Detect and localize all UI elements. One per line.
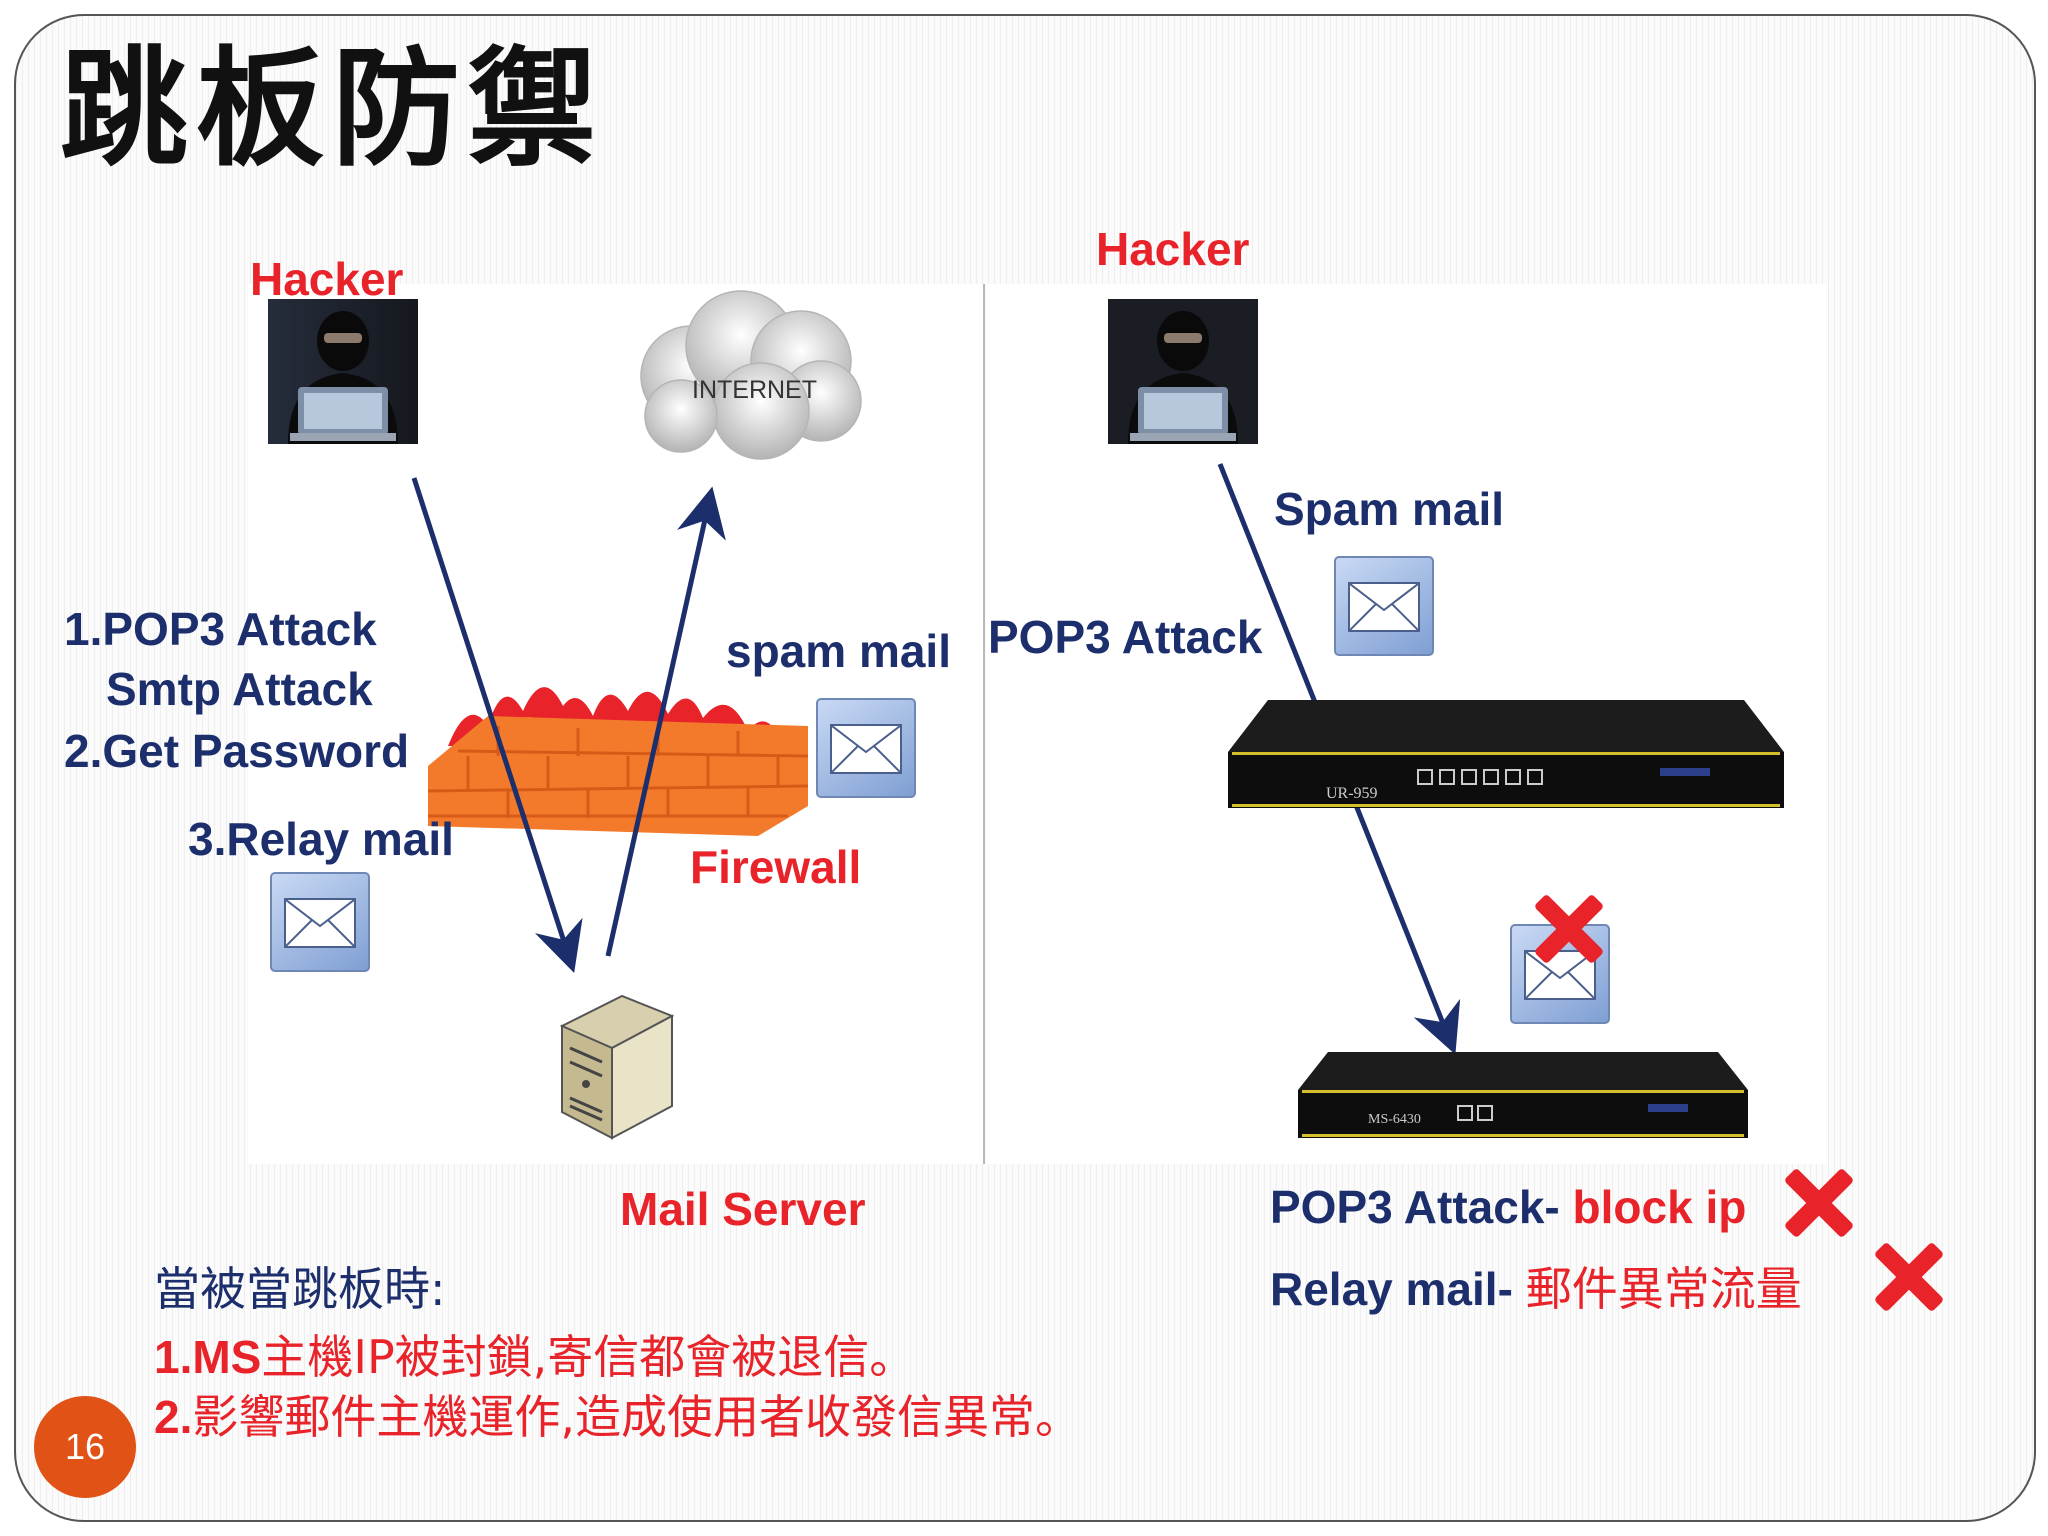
device-bottom-model: MS-6430 <box>1368 1112 1421 1127</box>
result-pop3-prefix: POP3 Attack- <box>1270 1181 1573 1233</box>
note-line-2: 2.影響郵件主機運作,造成使用者收發信異常。 <box>154 1390 1081 1444</box>
relay-mail-label: 3.Relay mail <box>188 813 454 865</box>
result-pop3-action: block ip <box>1572 1181 1747 1233</box>
left-hacker-image <box>268 299 418 444</box>
note-line-1-text: 主機IP被封鎖,寄信都會被退信。 <box>261 1330 916 1384</box>
envelope-icon <box>816 698 916 798</box>
red-x-icon <box>1532 892 1606 966</box>
panel-divider <box>983 284 985 1164</box>
note-heading: 當被當跳板時: <box>154 1262 446 1316</box>
network-appliance-top <box>1228 692 1784 816</box>
pop3-attack-label-right: POP3 Attack <box>988 611 1263 663</box>
right-hacker-label: Hacker <box>1096 223 1250 275</box>
result-pop3: POP3 Attack- block ip <box>1270 1180 1746 1234</box>
device-top-model: UR-959 <box>1326 785 1378 802</box>
result-relay: Relay mail- 郵件異常流量 <box>1270 1262 1802 1316</box>
slide: 跳板防禦 Hacker <box>14 14 2036 1522</box>
result-relay-action: 郵件異常流量 <box>1525 1262 1802 1316</box>
note-line-2-num: 2. <box>154 1391 193 1443</box>
page-number-badge: 16 <box>34 1396 136 1498</box>
envelope-icon <box>270 872 370 972</box>
cloud-icon <box>621 286 871 466</box>
internet-label: INTERNET <box>692 376 817 404</box>
result-relay-prefix: Relay mail- <box>1270 1263 1526 1315</box>
attack-step-2: 2.Get Password <box>64 725 410 777</box>
spam-mail-label-left: spam mail <box>726 625 951 677</box>
note-line-2-text: 影響郵件主機運作,造成使用者收發信異常。 <box>192 1390 1081 1444</box>
spam-mail-label-right: Spam mail <box>1274 483 1505 535</box>
attack-step-1b: Smtp Attack <box>106 663 373 715</box>
firewall-icon <box>427 656 809 836</box>
red-x-icon <box>1872 1240 1946 1314</box>
network-appliance-bottom <box>1298 1046 1748 1146</box>
left-hacker-label: Hacker <box>250 253 404 305</box>
mail-server-label: Mail Server <box>620 1183 866 1235</box>
attack-step-1: 1.POP3 Attack <box>64 603 377 655</box>
firewall-label: Firewall <box>690 841 862 893</box>
note-line-1-num: 1.MS <box>154 1331 262 1383</box>
note-line-1: 1.MS主機IP被封鎖,寄信都會被退信。 <box>154 1330 915 1384</box>
server-icon <box>552 986 682 1146</box>
red-x-icon <box>1782 1166 1856 1240</box>
slide-title: 跳板防禦 <box>60 35 605 184</box>
envelope-icon <box>1334 556 1434 656</box>
right-hacker-image <box>1108 299 1258 444</box>
